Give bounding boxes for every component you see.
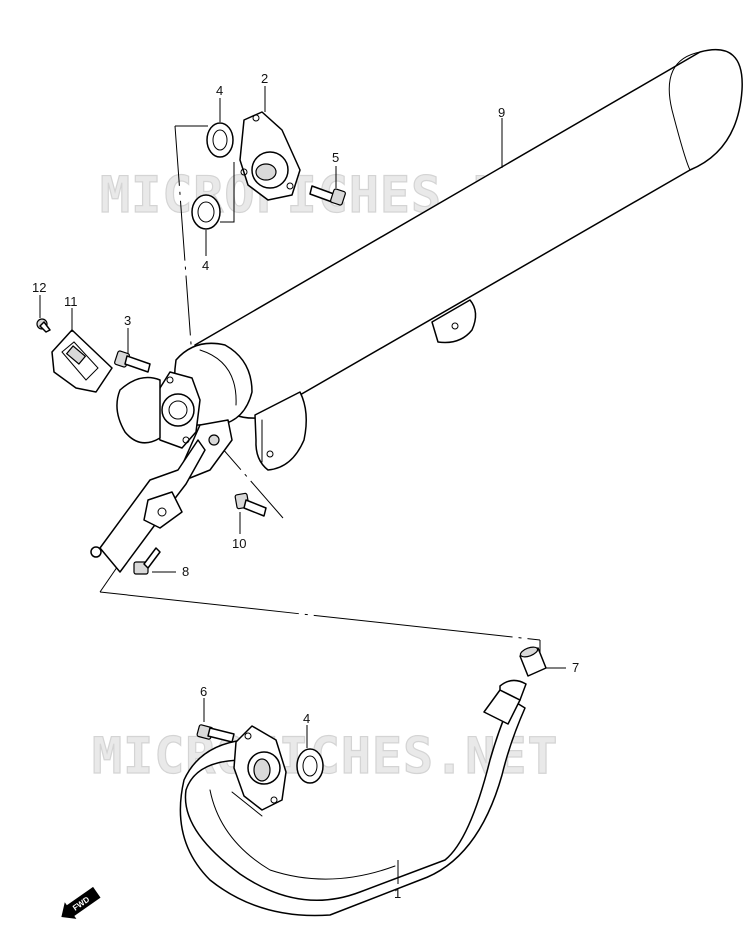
pipe-flange	[231, 725, 287, 817]
fwd-arrow-icon: FWD	[61, 886, 101, 919]
callout-4-lower: 4	[303, 711, 310, 726]
gasket-ring-upper	[206, 122, 234, 158]
callout-11: 11	[64, 294, 78, 309]
callout-8: 8	[182, 564, 189, 579]
callout-12: 12	[32, 280, 46, 295]
callout-leaders	[39, 86, 566, 884]
screw-12	[36, 318, 51, 333]
gasket-ring-middle	[191, 194, 221, 230]
bolt-3	[114, 350, 151, 373]
bolt-8	[133, 547, 161, 575]
callout-10: 10	[232, 536, 246, 551]
bolt-5	[309, 185, 346, 206]
bolt-10	[234, 492, 267, 517]
cover-11	[51, 329, 113, 393]
callout-4-middle: 4	[202, 258, 209, 273]
callout-7: 7	[572, 660, 579, 675]
callout-5: 5	[332, 150, 339, 165]
gasket-ring-lower	[296, 748, 324, 784]
hanger-arm	[90, 439, 206, 573]
callout-3: 3	[124, 313, 131, 328]
flange-plate-2	[239, 111, 301, 201]
watermark-bottom: MICROFICHES.NET	[92, 727, 559, 785]
callout-1: 1	[394, 886, 401, 901]
collar-7	[519, 646, 547, 677]
callout-6: 6	[200, 684, 207, 699]
stud-6	[196, 724, 235, 743]
callout-2: 2	[261, 71, 268, 86]
callout-9: 9	[498, 105, 505, 120]
exhaust-pipe	[179, 679, 527, 917]
callout-4-upper: 4	[216, 83, 223, 98]
